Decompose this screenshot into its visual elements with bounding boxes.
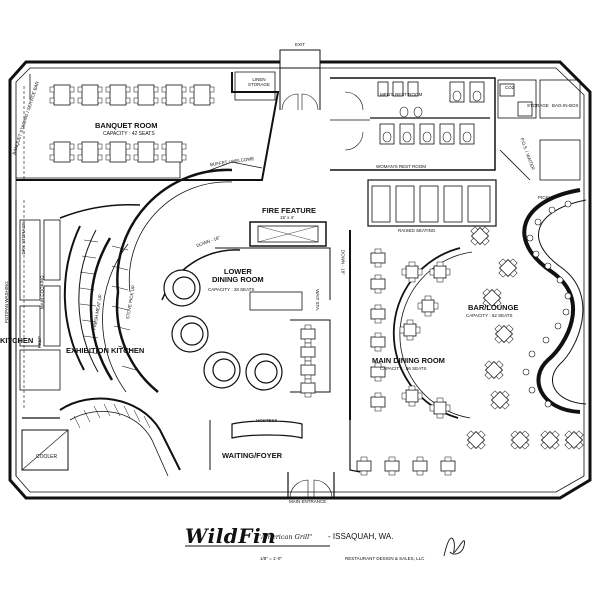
mens-rest-room-label: MEN'S REST ROOM [380,92,423,97]
main-capacity-label: CAPACITY : 86 SEATS [380,366,427,371]
linen-storage-label: LINEN STORAGE [248,77,270,87]
main-cooking-label: MAIN COOKING [39,275,45,310]
pickup-label: PICKUP [538,195,555,200]
banquet-room-label: BANQUET ROOM [95,121,158,130]
storage-label: STORAGE [527,103,549,108]
plan-subtitle: "American Grill" [258,533,313,541]
raised-seating [367,179,497,227]
banquet-capacity-label: CAPACITY : 42 SEATS [103,131,155,137]
fire-feature-label: FIRE FEATURE [262,206,317,215]
co2-label: CO2 [505,85,515,90]
restrooms [330,77,581,171]
pot-pan-washing-label: POT/PAN WASHING [3,281,9,324]
main-dining-room [349,230,473,476]
hostess-label: HOSTESS [256,418,278,423]
lower-dining-room [115,168,331,398]
fire-feature [249,221,327,247]
bar-lounge-label: BAR/LOUNGE [468,303,519,312]
exit-label: EXIT [294,42,306,47]
womens-rest-room-label: WOMAN'S REST ROOM [376,164,427,169]
wait-station-label: WAIT STA. [315,289,321,312]
main-entrance-label: MAIN ENTRANCE [289,499,327,504]
designer-credit: RESTAURANT DESIGN & SALES, LLC [345,556,425,561]
fire-feature-size-label: 15' x 4' [280,215,294,220]
designer-signature [443,537,465,557]
foyer [209,420,361,499]
plan-title: WildFin [185,524,277,548]
lower-dining-room-label: LOWER DINING ROOM [212,267,264,284]
dry-storage-label: DRY STORAGE [21,221,27,255]
kitchen [15,200,181,477]
plan-location: - ISSAQUAH, WA. [328,532,394,541]
cooler-label: COOLER [36,454,58,460]
lower-dining-tables [300,324,316,398]
raised-seating-label: RAISED SEATING [398,228,436,233]
lower-capacity-label: CAPACITY : 28 SEATS [208,287,255,292]
main-dining-room-label: MAIN DINING ROOM [372,356,445,365]
bar-lounge [461,139,589,455]
kitchen-label: KITCHEN [0,336,34,345]
waiting-foyer-label: WAITING/FOYER [222,451,282,460]
bag-in-box-label: BAG-IN-BOX [552,103,579,108]
prep-label: PREP [36,336,42,349]
exit-corridor [279,49,321,111]
bar-stools [522,200,572,408]
outer-walls [8,60,592,500]
exhibition-kitchen-label: EXHIBITION KITCHEN [66,346,145,355]
plan-scale: 1/8" = 1'-0" [260,556,282,561]
down-18-label-b: DOWN - 18" [340,249,346,275]
lounge-tables [461,221,589,455]
bar-capacity-label: CAPACITY : 62 SEATS [466,313,513,318]
